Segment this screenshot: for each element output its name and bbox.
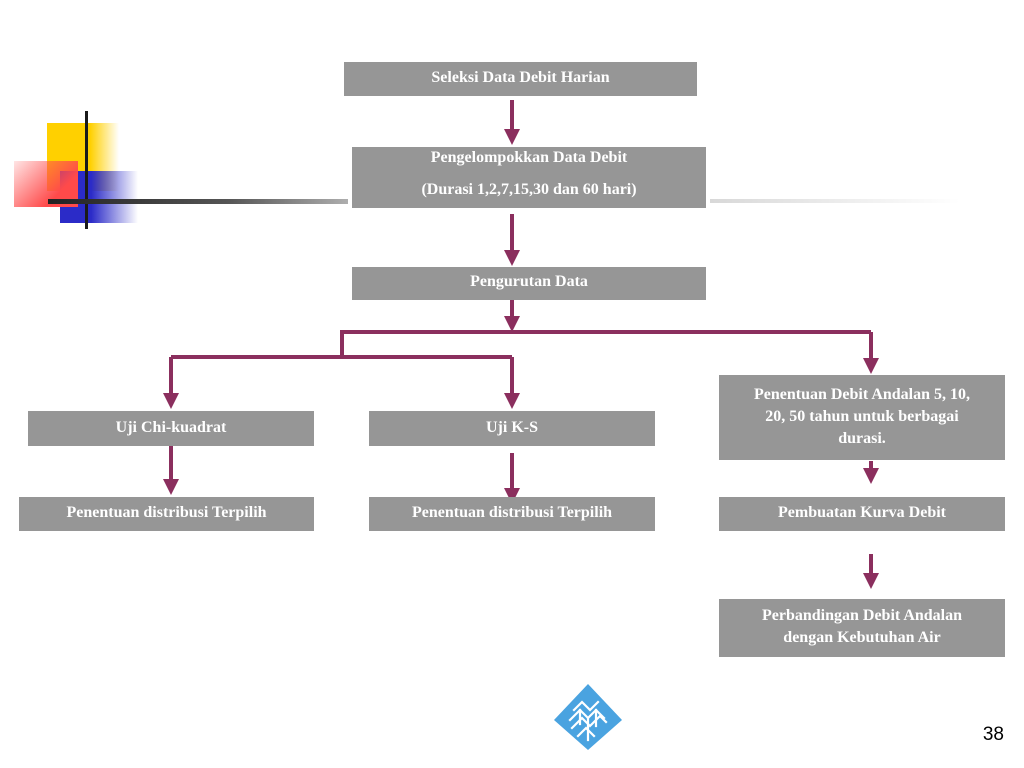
box-comparison-line2: dengan Kebutuhan Air	[783, 629, 941, 646]
box-chi-square: Uji Chi-kuadrat	[28, 411, 314, 446]
box-sort-data-text: Pengurutan Data	[470, 273, 588, 290]
box-reliable-discharge-line2: 20, 50 tahun untuk berbagai	[765, 408, 959, 425]
box-reliable-discharge: Penentuan Debit Andalan 5, 10, 20, 50 ta…	[719, 375, 1005, 460]
box-discharge-curve: Pembuatan Kurva Debit	[719, 497, 1005, 531]
page-number: 38	[982, 724, 1004, 745]
box-select-data: Seleksi Data Debit Harian	[344, 62, 697, 96]
box-distribution-ks-text: Penentuan distribusi Terpilih	[411, 504, 613, 521]
box-reliable-discharge-line3: durasi.	[838, 430, 886, 447]
box-select-data-text: Seleksi Data Debit Harian	[431, 69, 610, 86]
box-sort-data: Pengurutan Data	[352, 267, 706, 300]
box-group-data-line2: (Durasi 1,2,7,15,30 dan 60 hari)	[421, 181, 637, 198]
box-comparison: Perbandingan Debit Andalan dengan Kebutu…	[719, 599, 1005, 657]
box-group-data: Pengelompokkan Data Debit (Durasi 1,2,7,…	[352, 147, 706, 208]
corner-decoration	[0, 105, 360, 235]
box-distribution-chi: Penentuan distribusi Terpilih	[19, 497, 314, 531]
university-logo-icon	[552, 680, 624, 757]
divider-line	[710, 199, 960, 203]
box-chi-square-text: Uji Chi-kuadrat	[115, 419, 227, 436]
box-distribution-ks: Penentuan distribusi Terpilih	[369, 497, 655, 531]
box-comparison-line1: Perbandingan Debit Andalan	[761, 607, 963, 624]
box-distribution-chi-text: Penentuan distribusi Terpilih	[66, 504, 267, 521]
box-ks-test: Uji K-S	[369, 411, 655, 446]
box-reliable-discharge-line1: Penentuan Debit Andalan 5, 10,	[753, 386, 971, 403]
box-group-data-line1: Pengelompokkan Data Debit	[430, 149, 628, 166]
branch-bar-top	[340, 330, 871, 357]
box-ks-test-text: Uji K-S	[486, 419, 538, 436]
box-discharge-curve-text: Pembuatan Kurva Debit	[778, 504, 946, 521]
